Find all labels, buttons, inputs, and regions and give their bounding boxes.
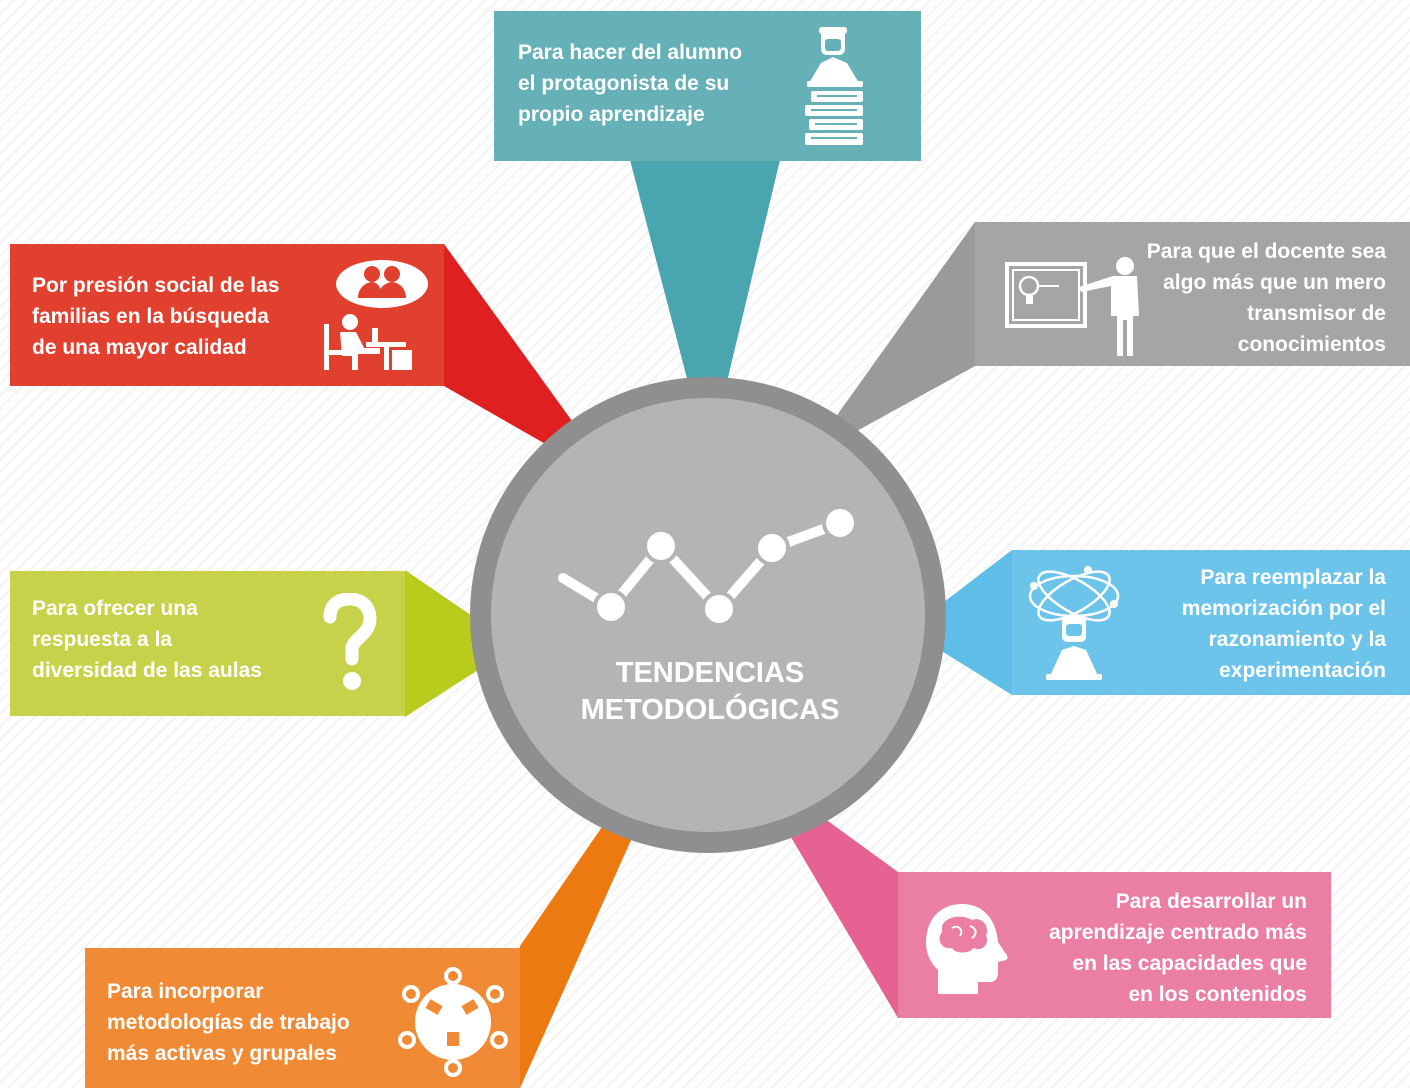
beam-left: [405, 570, 478, 717]
question-mark-icon: [323, 593, 377, 690]
beam-bottom-right: [782, 808, 898, 1018]
beam-top: [630, 160, 780, 390]
callout-top-right: Para que el docente sea algo más que un …: [975, 222, 1410, 366]
center-title: TENDENCIAS METODOLÓGICAS: [580, 657, 840, 726]
beam-top-right: [835, 222, 975, 432]
teacher-whiteboard-icon: [1005, 257, 1139, 356]
beam-bottom-left: [520, 824, 632, 1088]
family-pressure-icon: [324, 260, 428, 370]
callout-left: Para ofrecer una respuesta a la diversid…: [10, 571, 405, 716]
callout-bottom-left-text: Para incorporar metodologías de trabajo …: [107, 980, 350, 1065]
callout-bottom-right-text: Para desarrollar un aprendizaje centrado…: [1049, 890, 1307, 1006]
group-table-icon: [398, 967, 508, 1077]
callout-top: Para hacer del alumno el protagonista de…: [494, 11, 921, 161]
beam-right: [940, 550, 1012, 695]
student-on-books-icon: [805, 27, 863, 145]
callout-right-text: Para reemplazar la memorización por el r…: [1181, 566, 1386, 682]
beam-top-left: [444, 244, 575, 450]
callout-top-left-text: Por presión social de las familias en la…: [32, 274, 280, 359]
callout-top-text: Para hacer del alumno el protagonista de…: [518, 41, 743, 126]
callout-top-left: Por presión social de las familias en la…: [10, 244, 444, 386]
callout-bottom-left: Para incorporar metodologías de trabajo …: [85, 948, 520, 1088]
callout-right: Para reemplazar la memorización por el r…: [1012, 550, 1410, 695]
callout-bottom-right: Para desarrollar un aprendizaje centrado…: [898, 872, 1331, 1018]
callout-top-right-text: Para que el docente sea algo más que un …: [1146, 240, 1386, 356]
line-chart-icon: [558, 505, 858, 627]
callout-left-text: Para ofrecer una respuesta a la diversid…: [32, 597, 262, 682]
thinking-student-orbit-icon: [1028, 566, 1120, 680]
head-brain-icon: [926, 904, 1008, 994]
